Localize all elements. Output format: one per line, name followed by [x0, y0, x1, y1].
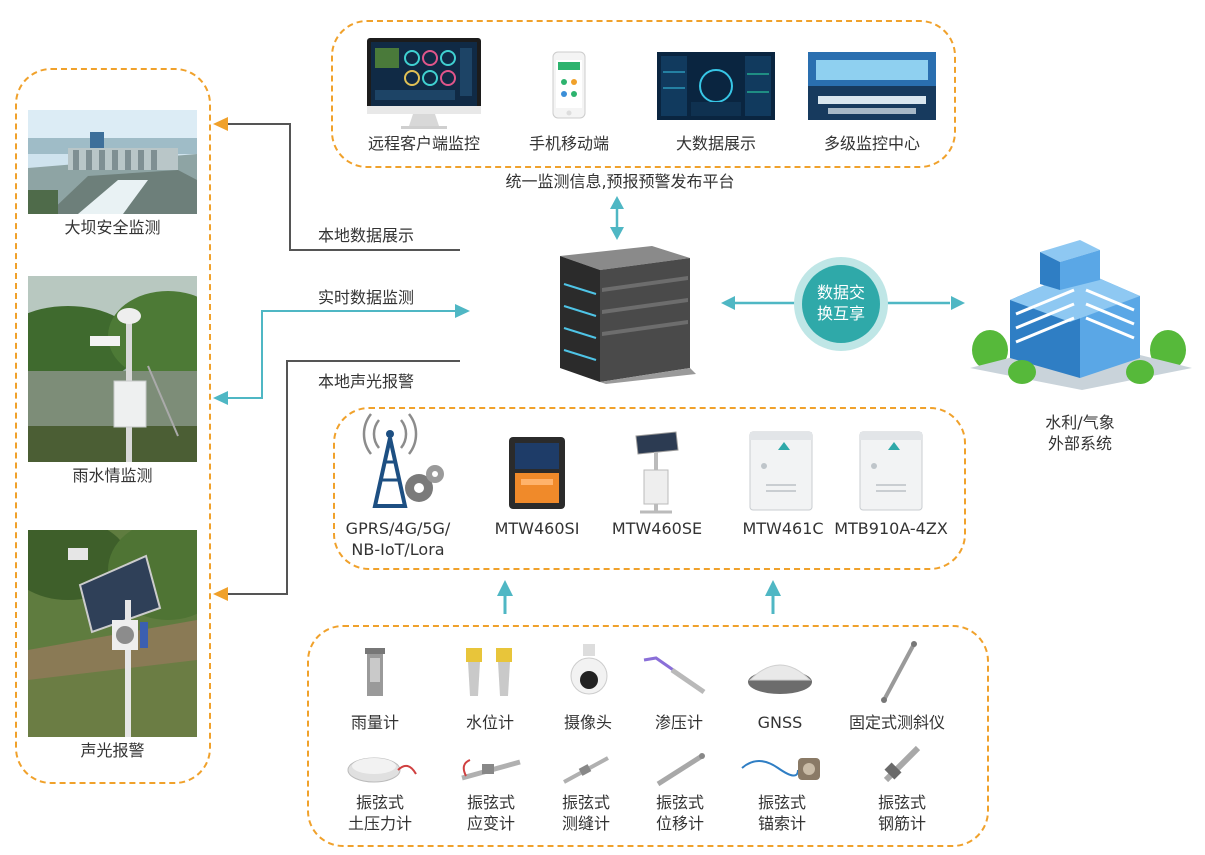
rebar-meter-icon [880, 744, 924, 784]
local-alarm-label: 本地声光报警 [318, 372, 415, 391]
big-data-label: 大数据展示 [675, 134, 756, 153]
mtw460se-label: MTW460SE [611, 519, 703, 538]
exchange-bubble: 数据交 换互享 [794, 257, 888, 351]
alarm-station-label: 声光报警 [80, 741, 145, 760]
rebar-meter-label-1: 振弦式 [877, 793, 926, 812]
arrow-to-alarm [213, 587, 228, 601]
rain-gauge-icon [362, 648, 388, 700]
crack-meter-label-1: 振弦式 [561, 793, 610, 812]
gnss-label: GNSS [757, 713, 803, 732]
rebar-meter-label-2: 钢筋计 [877, 814, 926, 833]
multi-center-label: 多级监控中心 [823, 134, 920, 153]
exchange-line1: 数据交 [816, 283, 865, 302]
alarm-station-photo [28, 530, 197, 737]
phone-icon [552, 51, 586, 119]
anchor-cable-label-1: 振弦式 [757, 793, 806, 812]
local-display-label: 本地数据展示 [318, 226, 415, 245]
strain-gauge-label-1: 振弦式 [466, 793, 515, 812]
earth-pressure-label-2: 土压力计 [347, 814, 412, 833]
dam-label: 大坝安全监测 [64, 218, 161, 237]
piezometer-label: 渗压计 [654, 713, 703, 732]
inclinometer-icon [872, 640, 922, 706]
sensor-panel [307, 625, 989, 847]
arrow-to-dam [213, 117, 228, 131]
camera-label: 摄像头 [563, 713, 612, 732]
monitor-icon [367, 38, 481, 130]
cabinet-icon-mtw461c [749, 431, 813, 511]
external-line2: 外部系统 [1047, 434, 1112, 453]
water-level-label: 水位计 [465, 713, 514, 732]
datalogger-icon [509, 437, 565, 509]
rain-station-label: 雨水情监测 [72, 466, 153, 485]
remote-client-label: 远程客户端监控 [367, 134, 480, 153]
dashboard-screen-icon [657, 52, 775, 120]
displacement-label-2: 位移计 [655, 814, 704, 833]
building-icon [970, 240, 1192, 390]
left-panel [15, 68, 211, 784]
crack-meter-label-2: 测缝计 [561, 814, 610, 833]
cabinet-icon-mtb910a [859, 431, 923, 511]
gnss-icon [744, 656, 816, 696]
dam-photo [28, 110, 197, 214]
displacement-icon [654, 752, 706, 788]
mobile-label: 手机移动端 [528, 134, 609, 153]
top-panel [331, 20, 956, 168]
earth-pressure-label-1: 振弦式 [355, 793, 404, 812]
inclinometer-label: 固定式测斜仪 [848, 713, 945, 732]
external-line1: 水利/气象 [1045, 413, 1115, 432]
tower-icon [357, 413, 447, 510]
network-label: GPRS/4G/5G/ NB-IoT/Lora [345, 519, 451, 559]
realtime-label: 实时数据监测 [318, 288, 415, 307]
strain-gauge-label-2: 应变计 [466, 814, 515, 833]
control-room-icon [808, 52, 936, 120]
strain-gauge-icon [456, 752, 526, 786]
rain-station-photo [28, 276, 197, 462]
mtw460si-label: MTW460SI [494, 519, 580, 538]
displacement-label-1: 振弦式 [655, 793, 704, 812]
arrow-to-rain-station [213, 391, 228, 405]
camera-icon [565, 644, 613, 696]
rain-gauge-label: 雨量计 [350, 713, 399, 732]
server-icon [540, 244, 700, 384]
anchor-cable-icon [738, 750, 824, 786]
mtw461c-label: MTW461C [742, 519, 824, 538]
water-level-icon [458, 644, 522, 700]
earth-pressure-icon [344, 750, 418, 786]
anchor-cable-label-2: 锚索计 [757, 814, 806, 833]
solar-logger-icon [630, 431, 682, 514]
platform-caption: 统一监测信息,预报预警发布平台 [505, 172, 735, 191]
mtb910a-label: MTB910A-4ZX [834, 519, 948, 538]
crack-meter-icon [560, 752, 612, 788]
exchange-line2: 换互享 [816, 304, 865, 323]
device-panel [333, 407, 966, 570]
piezometer-icon [642, 652, 708, 696]
arrow-to-server-realtime [455, 304, 470, 318]
